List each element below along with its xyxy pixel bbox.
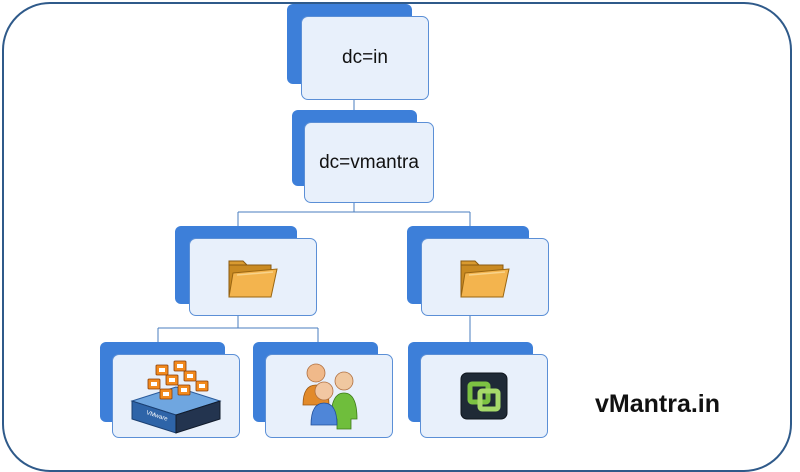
node-label: dc=in — [342, 47, 388, 68]
node-label: dc=vmantra — [319, 151, 419, 173]
node-vmware-hosts: VMware — [100, 342, 240, 438]
vsphere-logo-icon — [460, 372, 508, 420]
brand-watermark: vMantra.in — [595, 390, 721, 418]
folder-icon — [225, 253, 281, 301]
node-vsphere — [408, 342, 548, 438]
node-dc-vmantra: dc=vmantra — [292, 110, 434, 203]
folder-icon — [457, 253, 513, 301]
node-dc-in: dc=in — [287, 4, 429, 100]
node-folder-right — [407, 226, 549, 316]
vmware-host-cluster-icon: VMware — [126, 357, 226, 435]
users-group-icon — [299, 361, 359, 431]
node-users — [253, 342, 393, 438]
tree-connectors — [157, 86, 471, 342]
node-folder-left — [175, 226, 317, 316]
